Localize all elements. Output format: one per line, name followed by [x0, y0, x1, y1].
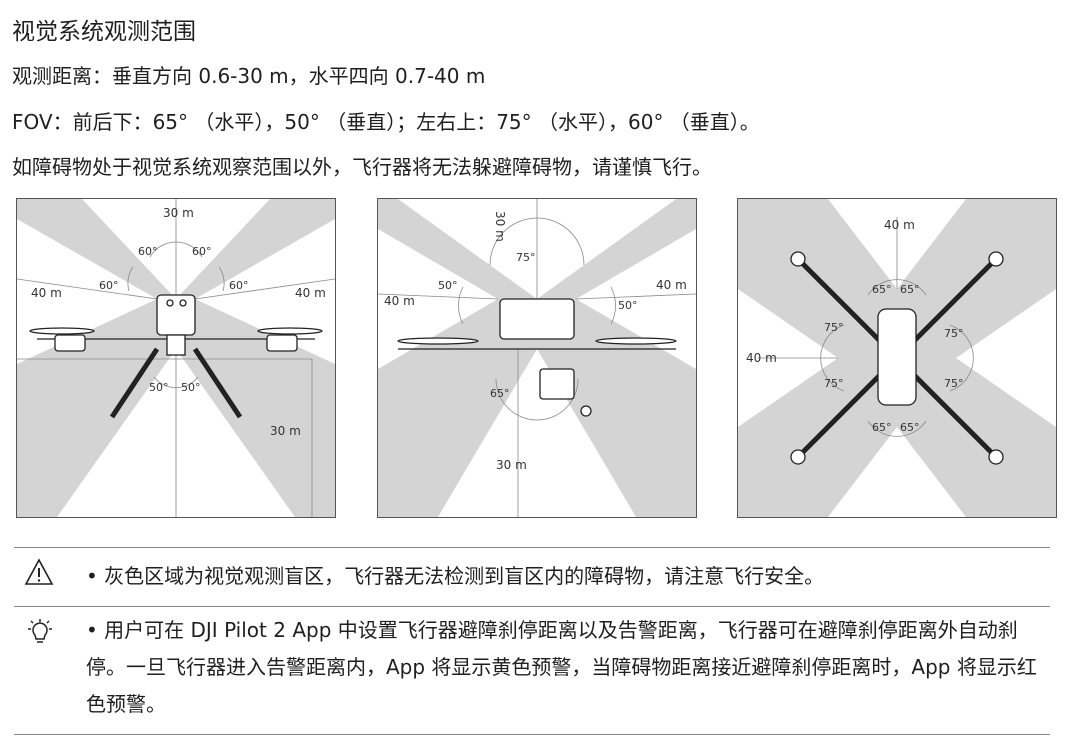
front-bottom-distance: 30 m [270, 424, 301, 438]
top-angle-right-upper: 75° [944, 327, 964, 340]
front-angle-top-left: 60° [138, 245, 158, 258]
top-angle-left-upper: 75° [824, 321, 844, 334]
divider [14, 547, 1050, 548]
lightbulb-icon [28, 619, 52, 643]
range-warning: 如障碍物处于视觉系统观察范围以外，飞行器将无法躲避障碍物，请谨慎飞行。 [12, 155, 712, 179]
front-left-distance: 40 m [31, 286, 62, 300]
top-view-diagram: 40 m 40 m 65° 65° 75° 75° 75° 75° 65° 65… [737, 198, 1057, 518]
warning-triangle-icon [24, 558, 54, 585]
page-title: 视觉系统观测范围 [12, 19, 196, 45]
drone-front-icon [29, 294, 323, 419]
front-angle-bottom-right: 50° [181, 381, 201, 394]
fov-spec: FOV：前后下：65° （水平），50° （垂直）；左右上：75° （水平），6… [12, 110, 760, 134]
front-view-diagram: 30 m 40 m 40 m 30 m 60° 60° 60° 60° 50° … [16, 198, 336, 518]
top-angle-top-left: 65° [872, 283, 892, 296]
top-angle-left-lower: 75° [824, 377, 844, 390]
side-right-distance: 40 m [656, 278, 687, 292]
top-left-distance: 40 m [746, 351, 777, 365]
top-angle-right-lower: 75° [944, 377, 964, 390]
side-bottom-distance: 30 m [496, 458, 527, 472]
divider [14, 734, 1050, 735]
side-left-distance: 40 m [384, 294, 415, 308]
front-angle-top-right: 60° [192, 245, 212, 258]
caution-note: • 灰色区域为视觉观测盲区，飞行器无法检测到盲区内的障碍物，请注意飞行安全。 [86, 564, 825, 588]
side-angle-top: 75° [516, 251, 536, 264]
side-view-diagram: 30 m 40 m 40 m 30 m 75° 50° 50° 65° [377, 198, 697, 518]
side-top-distance: 30 m [493, 211, 507, 242]
front-right-distance: 40 m [295, 286, 326, 300]
top-angle-bottom-left: 65° [872, 421, 892, 434]
front-angle-side-right: 60° [229, 279, 249, 292]
side-angle-bottom: 65° [490, 387, 510, 400]
front-angle-side-left: 60° [99, 279, 119, 292]
top-angle-top-right: 65° [900, 283, 920, 296]
drone-top-icon [790, 251, 1004, 465]
tip-note: • 用户可在 DJI Pilot 2 App 中设置飞行器避障刹停距离以及告警距… [86, 618, 1037, 716]
top-top-distance: 40 m [884, 218, 915, 232]
drone-side-icon [397, 298, 677, 417]
side-angle-left: 50° [438, 279, 458, 292]
range-spec: 观测距离：垂直方向 0.6-30 m，水平四向 0.7-40 m [12, 64, 486, 88]
divider [14, 606, 1050, 607]
side-angle-right: 50° [618, 299, 638, 312]
front-angle-bottom-left: 50° [149, 381, 169, 394]
front-top-distance: 30 m [163, 206, 194, 220]
top-angle-bottom-right: 65° [900, 421, 920, 434]
